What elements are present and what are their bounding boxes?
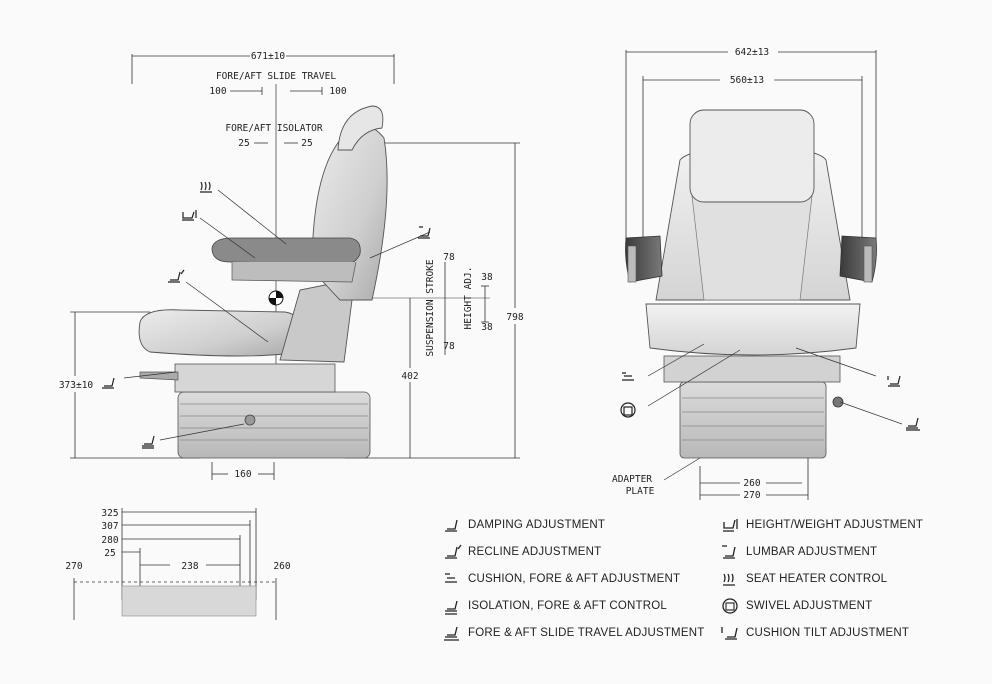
legend-item-swivel: SWIVEL ADJUSTMENT: [720, 597, 872, 615]
seat-heater-icon: [200, 181, 212, 193]
front-leaders: [647, 343, 903, 481]
legend-label: RECLINE ADJUSTMENT: [468, 546, 602, 558]
seat-heater-icon: [723, 573, 735, 586]
rail-outer-label: 270: [743, 490, 760, 501]
side-icons: [102, 181, 431, 449]
legend-item-cushion-fore-aft: CUSHION, FORE & AFT ADJUSTMENT: [442, 570, 680, 588]
height-adj-label: HEIGHT ADJ.: [463, 267, 474, 330]
overall-width-label: 671±10: [251, 51, 286, 62]
left-270-label: 270: [65, 561, 82, 572]
height-bottom-label: 38: [481, 322, 493, 333]
legend-label: DAMPING ADJUSTMENT: [468, 519, 606, 531]
iso-left-label: 25: [238, 138, 249, 149]
legend-item-recline: RECLINE ADJUSTMENT: [442, 543, 601, 561]
damping-icon: [445, 519, 458, 532]
front-icons: [620, 372, 920, 431]
slide-left-label: 100: [209, 86, 226, 97]
legend-label: CUSHION, FORE & AFT ADJUSTMENT: [468, 573, 681, 585]
susp-top-label: 78: [443, 252, 455, 263]
cushion-tilt-icon: [721, 627, 738, 640]
legend-item-cushion-tilt: CUSHION TILT ADJUSTMENT: [720, 624, 909, 642]
damping-icon: [102, 377, 115, 389]
legend-label: LUMBAR ADJUSTMENT: [746, 546, 878, 558]
legend-item-seat-heater: SEAT HEATER CONTROL: [720, 570, 887, 588]
rail-inner-label: 260: [743, 478, 760, 489]
isolator-title: FORE/AFT ISOLATOR: [225, 123, 323, 134]
legend-label: SWIVEL ADJUSTMENT: [746, 600, 873, 612]
d307-label: 307: [101, 521, 118, 532]
lumbar-icon: [722, 545, 736, 559]
d238-label: 238: [181, 561, 198, 572]
legend-item-height-weight: HEIGHT/WEIGHT ADJUSTMENT: [720, 516, 923, 534]
cushion-height-label: 373±10: [59, 380, 94, 391]
outer-width-label: 642±13: [735, 47, 769, 58]
legend-label: FORE & AFT SLIDE TRAVEL ADJUSTMENT: [468, 627, 705, 639]
lumbar-icon: [418, 226, 431, 239]
top-plate: [121, 585, 257, 617]
adapter-label-line1: ADAPTER: [612, 474, 652, 485]
iso-right-label: 25: [301, 138, 312, 149]
adapter-label-line2: PLATE: [626, 486, 655, 497]
cushion-fore-aft-icon: [622, 372, 634, 381]
legend-item-damping: DAMPING ADJUSTMENT: [442, 516, 605, 534]
slide-right-label: 100: [329, 86, 346, 97]
legend-item-lumbar: LUMBAR ADJUSTMENT: [720, 543, 877, 561]
top-view: [73, 508, 277, 620]
top-dim-labels: 325 307 280 25 238 270 260: [65, 508, 290, 572]
side-dim-labels: 671±10 FORE/AFT SLIDE TRAVEL 100 100 FOR…: [59, 51, 524, 480]
d280-label: 280: [101, 535, 118, 546]
side-view: [70, 54, 520, 480]
height-top-label: 38: [481, 272, 493, 283]
cushion-tilt-icon: [887, 375, 901, 387]
height-weight-icon: [723, 519, 738, 532]
swivel-icon: [722, 598, 738, 614]
slide-travel-icon: [444, 626, 459, 641]
suspension-stroke-label: SUSPENSION STROKE: [425, 259, 436, 357]
slide-travel-title: FORE/AFT SLIDE TRAVEL: [216, 71, 336, 82]
lower-height-label: 402: [401, 371, 418, 382]
base-width-label: 160: [234, 469, 251, 480]
legend-label: ISOLATION, FORE & AFT CONTROL: [468, 600, 667, 612]
swivel-icon: [620, 402, 636, 418]
front-view: [625, 50, 877, 500]
recline-icon: [445, 544, 462, 559]
legend-label: CUSHION TILT ADJUSTMENT: [746, 627, 910, 639]
height-weight-icon: [182, 210, 197, 221]
front-dim-labels: 642±13 560±13 260 270 ADAPTER PLATE: [612, 47, 769, 501]
d325-label: 325: [101, 508, 118, 519]
inner-width-label: 560±13: [730, 75, 764, 86]
front-seat-drawing: [625, 109, 877, 459]
d25-label: 25: [104, 548, 115, 559]
legend-label: HEIGHT/WEIGHT ADJUSTMENT: [746, 519, 924, 531]
isolation-icon: [142, 435, 155, 449]
isolation-icon: [445, 600, 458, 615]
recline-icon: [168, 269, 185, 283]
legend-item-slide-travel: FORE & AFT SLIDE TRAVEL ADJUSTMENT: [442, 624, 704, 642]
right-260-label: 260: [273, 561, 290, 572]
susp-bottom-label: 78: [443, 341, 455, 352]
slide-travel-icon: [906, 417, 920, 431]
legend-item-isolation: ISOLATION, FORE & AFT CONTROL: [442, 597, 667, 615]
legend-label: SEAT HEATER CONTROL: [746, 573, 888, 585]
side-seat-drawing: [138, 105, 388, 459]
overall-height-label: 798: [506, 312, 523, 323]
cushion-fore-aft-icon: [445, 573, 457, 583]
